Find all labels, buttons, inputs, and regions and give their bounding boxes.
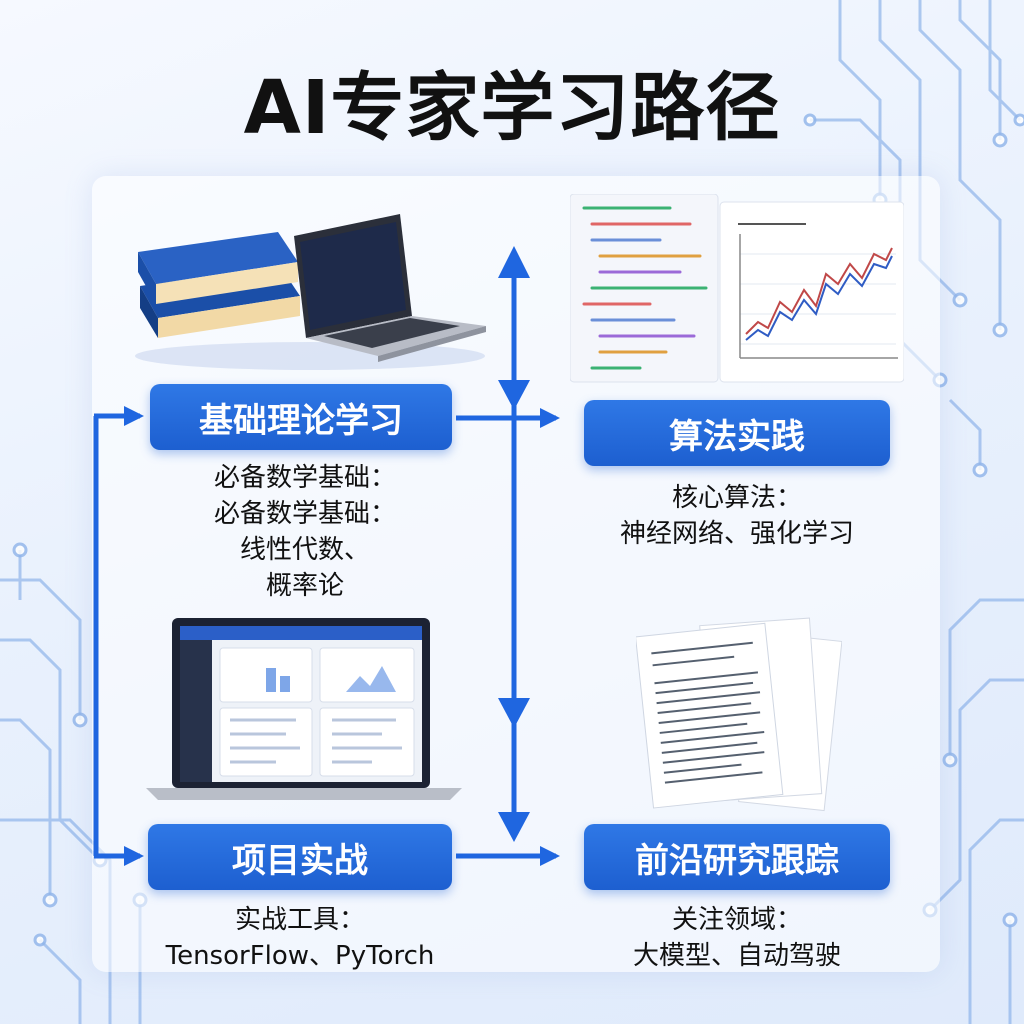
research-desc-line-1: 关注领域： [671, 905, 802, 935]
project-desc-line-1: 实战工具： [234, 905, 365, 935]
theory-desc-line-3: 线性代数、 [239, 535, 370, 565]
node-theory-description: 必备数学基础： 必备数学基础： 线性代数、 概率论 [160, 460, 450, 604]
algorithm-desc-line-2: 神经网络、强化学习 [619, 519, 854, 549]
dashboard-laptop-icon [146, 618, 462, 800]
node-theory-learning: 基础理论学习 [150, 384, 452, 450]
project-desc-line-2: TensorFlow、PyTorch [165, 941, 435, 971]
node-project-description: 实战工具： TensorFlow、PyTorch [140, 902, 460, 974]
node-algorithm-description: 核心算法： 神经网络、强化学习 [584, 480, 890, 552]
theory-desc-line-1: 必备数学基础： [213, 463, 396, 493]
node-research-tracking: 前沿研究跟踪 [584, 824, 890, 890]
code-and-chart-icon [570, 194, 904, 383]
node-research-description: 关注领域： 大模型、自动驾驶 [584, 902, 890, 974]
books-and-laptop-icon [135, 214, 486, 370]
algorithm-desc-line-1: 核心算法： [671, 483, 802, 513]
node-algorithm-practice: 算法实践 [584, 400, 890, 466]
research-desc-line-2: 大模型、自动驾驶 [632, 941, 841, 971]
paper-documents-icon [636, 617, 842, 812]
theory-desc-line-4: 概率论 [265, 571, 344, 601]
node-project-practice: 项目实战 [148, 824, 452, 890]
theory-desc-line-2: 必备数学基础： [213, 499, 396, 529]
page-title: AI专家学习路径 [243, 65, 781, 151]
